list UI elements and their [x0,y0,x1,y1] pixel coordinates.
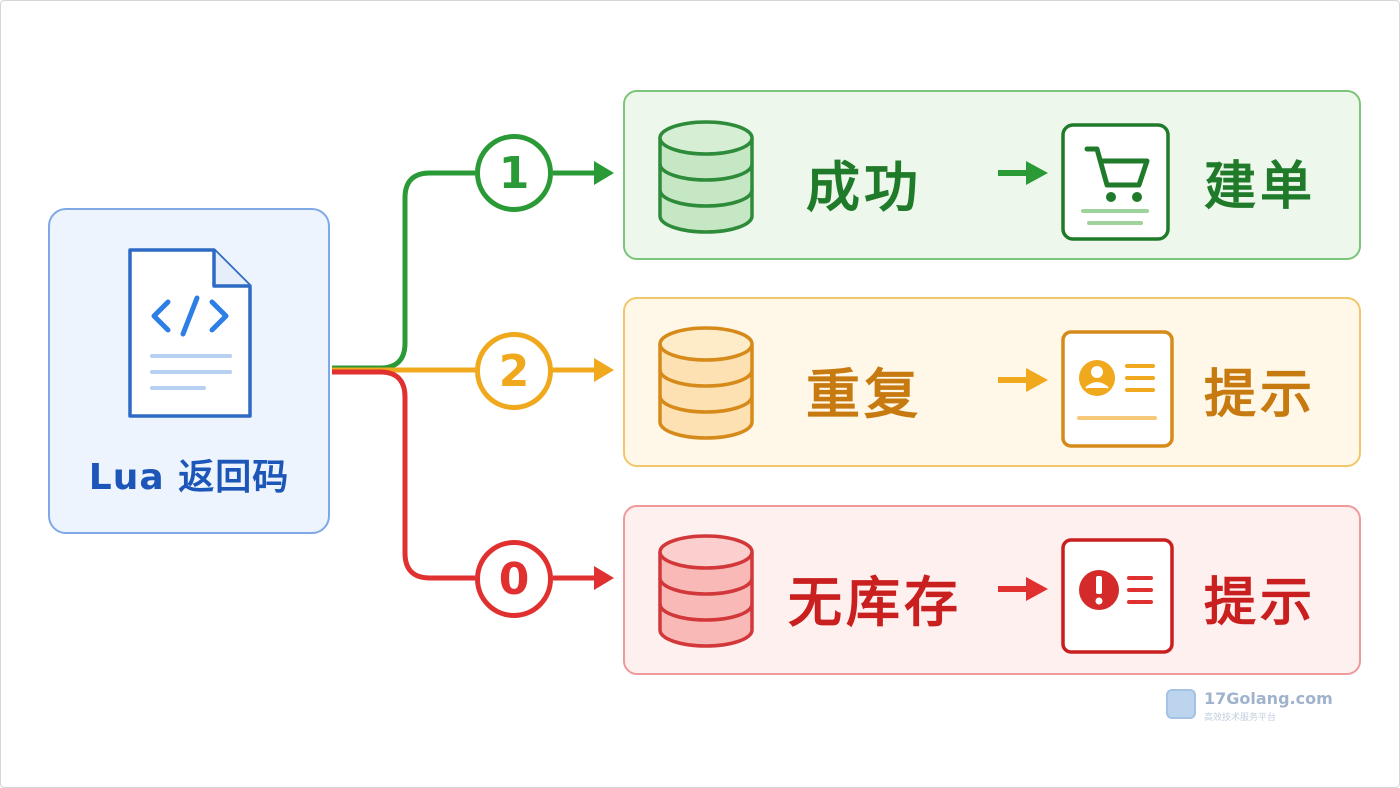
watermark-logo-icon [1166,689,1196,719]
arrow-right-icon [998,161,1048,185]
status-label-no-stock: 无库存 [788,571,962,634]
connector-no-stock [332,369,475,581]
database-icon [658,326,754,440]
arrow-head-1 [594,161,614,185]
alert-card-icon [1061,538,1174,654]
watermark-subtitle: 高效技术服务平台 [1204,713,1277,723]
arrow-head-2 [594,358,614,382]
arrow-right-icon [998,577,1048,601]
database-icon [658,120,754,234]
user-card-icon [1061,330,1174,448]
code-file-icon [128,248,252,418]
watermark-title: 17Golang.com [1204,689,1333,708]
watermark: 17Golang.com 高效技术服务平台 [1166,689,1336,723]
status-label-success: 成功 [806,156,922,219]
branch-panel-no-stock [623,505,1361,675]
result-label-create-order: 建单 [1204,157,1317,217]
shopping-cart-icon [1061,123,1170,241]
connector-success [332,170,475,371]
arrow-head-0 [594,566,614,590]
branch-panel-success [623,90,1361,260]
return-code-badge-1: 1 [475,134,553,212]
database-icon [658,534,754,648]
arrow-right-icon [998,368,1048,392]
result-label-prompt-no-stock: 提示 [1204,573,1317,633]
result-label-prompt-duplicate: 提示 [1204,365,1317,425]
return-code-badge-2: 2 [475,332,553,410]
return-code-badge-0: 0 [475,540,553,618]
status-label-duplicate: 重复 [806,363,922,426]
source-label: Lua 返回码 [88,457,290,498]
